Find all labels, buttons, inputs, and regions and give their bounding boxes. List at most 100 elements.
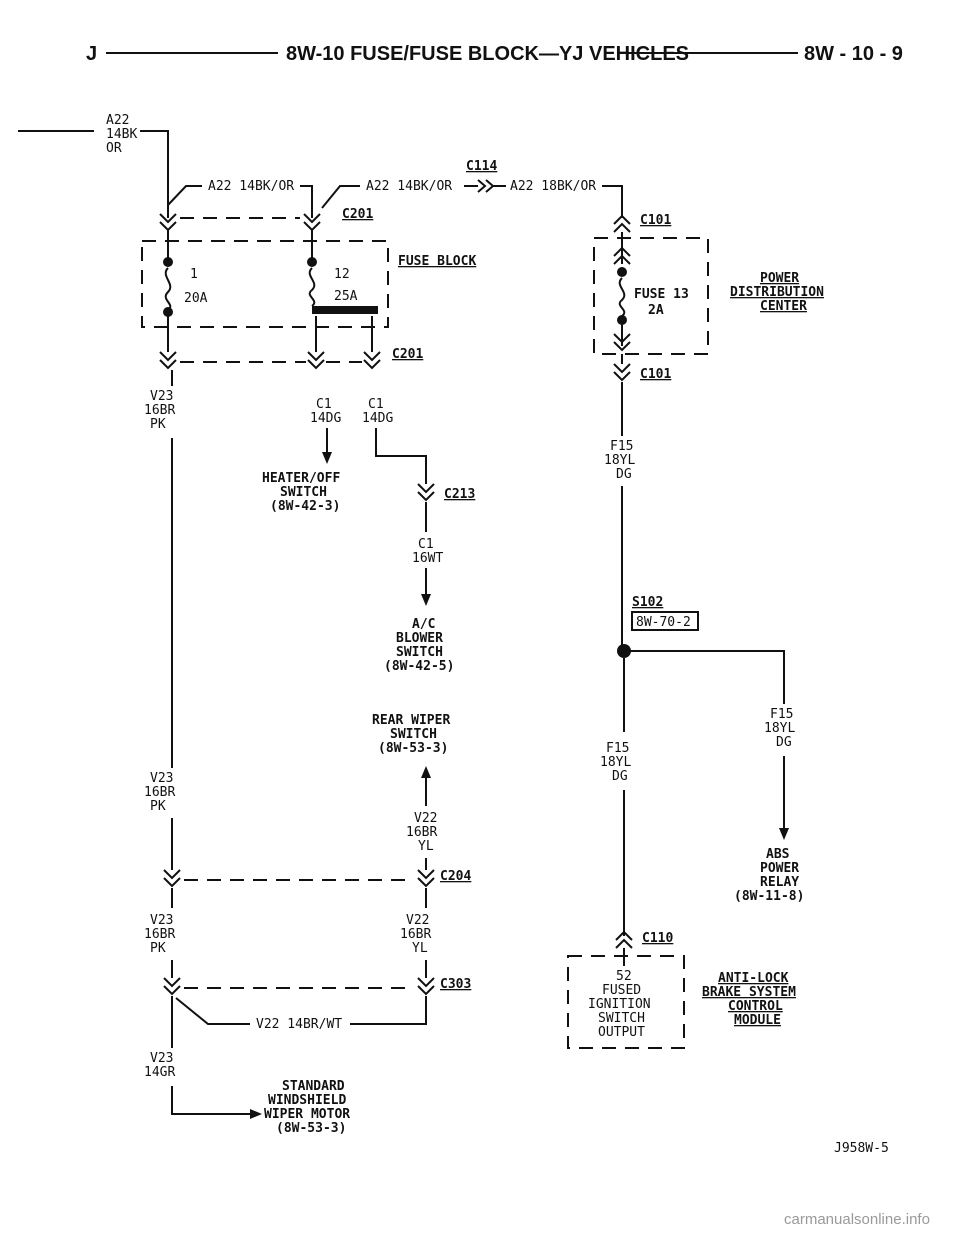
- wire-c1-a-l2: 14DG: [310, 411, 341, 426]
- wire-v23-3-l1: V23: [150, 913, 173, 928]
- v22-bottom-left: [175, 997, 250, 1025]
- a22-mid-branch: [321, 185, 360, 209]
- wire-v22-1-l1: V22: [414, 811, 437, 826]
- abs-relay-l3: RELAY: [760, 875, 799, 890]
- fuse12-element: [308, 267, 316, 307]
- wire-c1-c-l1: C1: [418, 537, 434, 552]
- wire-v22-1-l2: 16BR: [406, 825, 437, 840]
- fuse1-number: 1: [190, 267, 198, 282]
- arrow-to-ac-blower-icon: [421, 594, 431, 606]
- connector-c101-bottom-label: C101: [640, 367, 671, 382]
- ignition-l1: 52: [616, 969, 632, 984]
- wire-f15-2-l1: F15: [606, 741, 629, 756]
- wire-v23-1-l2: 16BR: [144, 403, 175, 418]
- fuse13-element: [618, 277, 626, 317]
- ignition-switch-box: [567, 955, 685, 1049]
- connector-c204-pin-v23: [163, 869, 181, 888]
- fuse-block-label: FUSE BLOCK: [398, 254, 476, 269]
- a22-right-drop: [602, 185, 623, 218]
- wire-f15-1-l3: DG: [616, 467, 632, 482]
- wire-v23-4-l2: 14GR: [144, 1065, 175, 1080]
- wire-v22-2-l3: YL: [412, 941, 428, 956]
- connector-c213: [417, 483, 435, 502]
- connector-c101-top: [613, 214, 631, 233]
- connector-c101-top-label: C101: [640, 213, 671, 228]
- wiper-motor-l2: WINDSHIELD: [268, 1093, 346, 1108]
- wire-c1-b-l1: C1: [368, 397, 384, 412]
- wire-f15-1-l1: F15: [610, 439, 633, 454]
- abs-module-l2: BRAKE SYSTEM: [702, 985, 796, 1000]
- wire-v23-1-l3: PK: [150, 417, 166, 432]
- connector-c201-bottom-pin1: [159, 351, 177, 370]
- fuse-block-box: [141, 240, 389, 328]
- wire-v22-2-l1: V22: [406, 913, 429, 928]
- c1-b-route: [375, 428, 427, 484]
- wire-f15-3-l3: DG: [776, 735, 792, 750]
- wire-v22-2-l2: 16BR: [400, 927, 431, 942]
- fuse1-top-node: [163, 257, 173, 267]
- connector-c110: [615, 930, 633, 949]
- ignition-l2: FUSED: [602, 983, 641, 998]
- abs-module-l3: CONTROL: [728, 999, 783, 1014]
- ignition-l5: OUTPUT: [598, 1025, 645, 1040]
- wire-v23-1-l1: V23: [150, 389, 173, 404]
- wire-v23-3-l3: PK: [150, 941, 166, 956]
- abs-module-l4: MODULE: [734, 1013, 781, 1028]
- connector-c201-bottom-pin3: [363, 351, 381, 370]
- wire-c1-c-l2: 16WT: [412, 551, 443, 566]
- pdc-label-l1: POWER: [760, 271, 799, 286]
- wire-v22-1-l3: YL: [418, 839, 434, 854]
- connector-c201-top-label: C201: [342, 207, 373, 222]
- wiper-motor-l1: STANDARD: [282, 1079, 345, 1094]
- connector-c303-pin-v23: [163, 977, 181, 996]
- a22-feed-drop: [140, 130, 169, 218]
- fuse13-rating: 2A: [648, 303, 664, 318]
- splice-s102-ref: 8W-70-2: [636, 615, 691, 630]
- splice-s102-ref-box: [631, 611, 699, 631]
- abs-relay-l1: ABS: [766, 847, 790, 862]
- ignition-l4: SWITCH: [598, 1011, 645, 1026]
- heater-switch-l2: SWITCH: [280, 485, 327, 500]
- heater-switch-l1: HEATER/OFF: [262, 471, 340, 486]
- pdc-inner-connector-bottom: [613, 333, 631, 352]
- heater-switch-l3: (8W-42-3): [270, 499, 340, 514]
- connector-c101-bottom: [613, 363, 631, 382]
- fuse13-label: FUSE 13: [634, 287, 689, 302]
- connector-c204-pin-v22: [417, 869, 435, 888]
- wiper-motor-l4: (8W-53-3): [276, 1121, 346, 1136]
- rear-wiper-l3: (8W-53-3): [378, 741, 448, 756]
- arrow-to-heater-icon: [322, 452, 332, 464]
- connector-c303-label: C303: [440, 977, 471, 992]
- wire-a22-in-l3: OR: [106, 141, 122, 156]
- pdc-label-l3: CENTER: [760, 299, 807, 314]
- wire-v22-bottom: V22 14BR/WT: [256, 1017, 342, 1032]
- pdc-box: [593, 237, 709, 355]
- fuse1-rating: 20A: [184, 291, 208, 306]
- ignition-l3: IGNITION: [588, 997, 651, 1012]
- f15-branch-abs: [624, 650, 785, 704]
- wire-f15-2-l3: DG: [612, 769, 628, 784]
- wiper-motor-l3: WIPER MOTOR: [264, 1107, 350, 1122]
- header-letter: J: [86, 43, 97, 65]
- wire-a22-left: A22 14BK/OR: [208, 179, 294, 194]
- connector-c201-bottom-label: C201: [392, 347, 423, 362]
- fuse13-bottom-node: [617, 315, 627, 325]
- abs-relay-l4: (8W-11-8): [734, 889, 804, 904]
- rear-wiper-l2: SWITCH: [390, 727, 437, 742]
- wire-c1-b-l2: 14DG: [362, 411, 393, 426]
- v22-bottom-right: [350, 996, 427, 1025]
- page-number: 8W - 10 - 9: [804, 43, 903, 65]
- abs-module-l1: ANTI-LOCK: [718, 971, 789, 986]
- wire-f15-2-l2: 18YL: [600, 755, 631, 770]
- splice-s102-label: S102: [632, 595, 663, 610]
- arrow-to-abs-relay-icon: [779, 828, 789, 840]
- fuse12-top-node: [307, 257, 317, 267]
- wire-v23-2-l2: 16BR: [144, 785, 175, 800]
- rear-wiper-l1: REAR WIPER: [372, 713, 450, 728]
- wire-a22-right: A22 18BK/OR: [510, 179, 596, 194]
- wire-a22-mid: A22 14BK/OR: [366, 179, 452, 194]
- a22-left-riser: [300, 185, 313, 218]
- wire-c1-a-l1: C1: [316, 397, 332, 412]
- wire-f15-1-l2: 18YL: [604, 453, 635, 468]
